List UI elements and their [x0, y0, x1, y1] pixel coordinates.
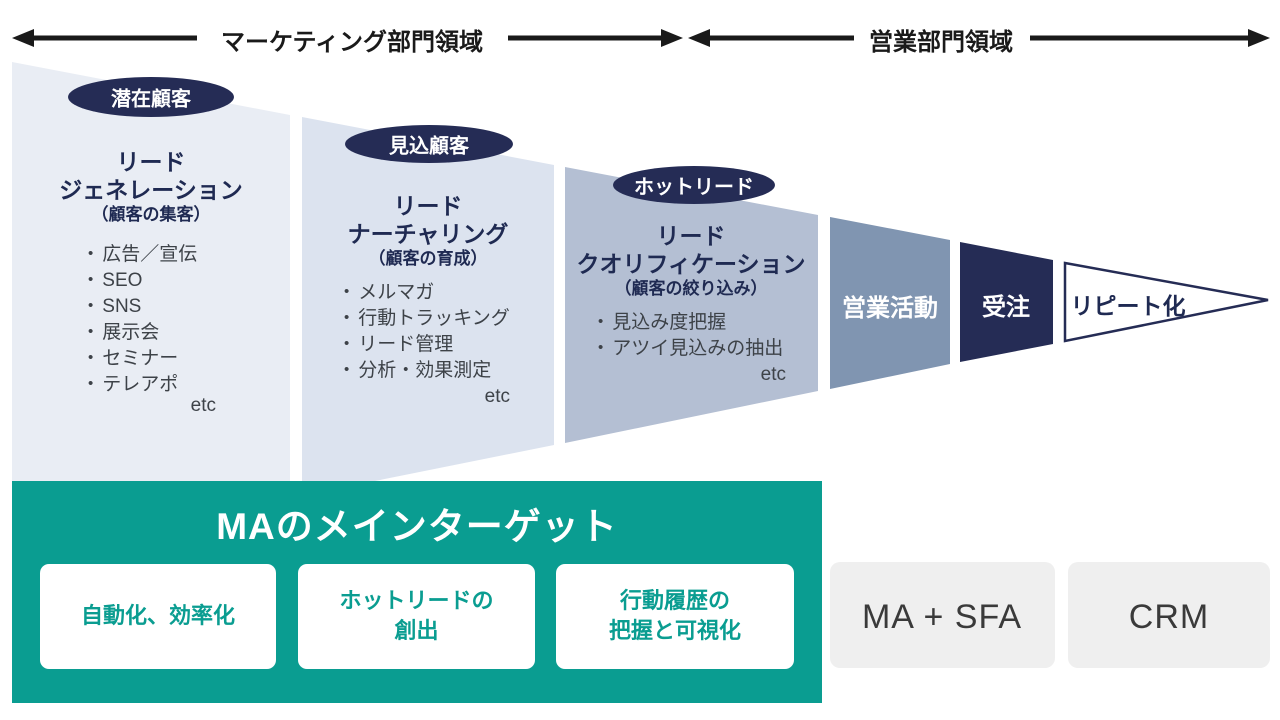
ma-sfa-label: MA + SFA: [861, 598, 1023, 636]
list-item: 見込み度把握: [598, 310, 783, 336]
card3-line2: 把握と可視化: [608, 618, 741, 643]
card2-text: ホットリードの 創出: [298, 586, 535, 646]
stage3-shape: [565, 167, 818, 443]
list-item: セミナー: [88, 346, 197, 372]
crm-label: CRM: [1128, 598, 1210, 636]
stage3-title-line2: クオリフィケーション: [576, 251, 806, 277]
stage2-badge: 見込顧客: [389, 135, 469, 158]
card3-line1: 行動履歴の: [619, 588, 730, 613]
card1-text: 自動化、効率化: [40, 601, 276, 631]
sales-scope-label: 営業部門領域: [869, 29, 1013, 56]
list-item: SEO: [88, 268, 197, 294]
list-item: 分析・効果測定: [344, 358, 510, 384]
order-label: 受注: [982, 294, 1030, 321]
card2-line2: 創出: [394, 618, 439, 643]
stage1-title-line2: ジェネレーション: [59, 177, 243, 203]
stage2-subtitle: （顧客の育成）: [368, 249, 488, 268]
stage2-item-list: メルマガ 行動トラッキング リード管理 分析・効果測定: [344, 280, 510, 384]
stage1-title: リード ジェネレーション （顧客の集客）: [59, 148, 243, 226]
list-item: アツイ見込みの抽出: [598, 336, 783, 362]
list-item: メルマガ: [344, 280, 510, 306]
card2-line1: ホットリードの: [339, 588, 494, 613]
stage1-item-list: 広告／宣伝 SEO SNS 展示会 セミナー テレアポ: [88, 242, 197, 398]
list-item: テレアポ: [88, 372, 197, 398]
marketing-scope-arrow: [12, 29, 683, 47]
stage3-title: リード クオリフィケーション （顧客の絞り込み）: [576, 222, 805, 300]
stage3-item-list: 見込み度把握 アツイ見込みの抽出: [598, 310, 783, 362]
sales-activity-shape: [830, 217, 950, 389]
stage2-title-line1: リード: [393, 193, 463, 219]
list-item: 展示会: [88, 320, 197, 346]
stage1-badge: 潜在顧客: [111, 88, 191, 111]
stage2-title: リード ナーチャリング （顧客の育成）: [348, 192, 509, 270]
badge2-ellipse: [345, 125, 513, 163]
order-shape: [960, 242, 1053, 362]
stage1-title-line1: リード: [116, 149, 186, 175]
stage2-title-line2: ナーチャリング: [347, 221, 509, 247]
sales-scope-arrow: [688, 29, 1270, 47]
stage2-etc: etc: [484, 386, 510, 407]
badge1-ellipse: [68, 77, 234, 117]
ma-target-title: MAのメインターゲット: [216, 506, 618, 547]
list-item: 行動トラッキング: [344, 306, 509, 332]
card3-text: 行動履歴の 把握と可視化: [556, 586, 794, 646]
card2-box: [298, 564, 535, 669]
list-item: 広告／宣伝: [88, 242, 197, 268]
list-item: SNS: [88, 294, 197, 320]
marketing-scope-label: マーケティング部門領域: [220, 29, 484, 56]
card1-box: [40, 564, 276, 669]
badge3-ellipse: [613, 166, 775, 204]
card1-line1: 自動化、効率化: [80, 603, 235, 628]
list-item: リード管理: [344, 332, 510, 358]
stage3-title-line1: リード: [656, 223, 726, 249]
card3-box: [556, 564, 794, 669]
ma-sfa-box: [830, 562, 1055, 668]
repeat-label: リピート化: [1070, 293, 1186, 319]
sales-activity-label: 営業活動: [842, 295, 938, 322]
crm-box: [1068, 562, 1270, 668]
stage1-subtitle: （顧客の集客）: [91, 205, 211, 224]
stage3-badge: ホットリード: [634, 176, 754, 199]
stage3-etc: etc: [760, 364, 786, 385]
stage3-subtitle: （顧客の絞り込み）: [614, 279, 768, 298]
stage1-etc: etc: [190, 395, 216, 416]
repeat-triangle-shape: [1063, 261, 1269, 343]
